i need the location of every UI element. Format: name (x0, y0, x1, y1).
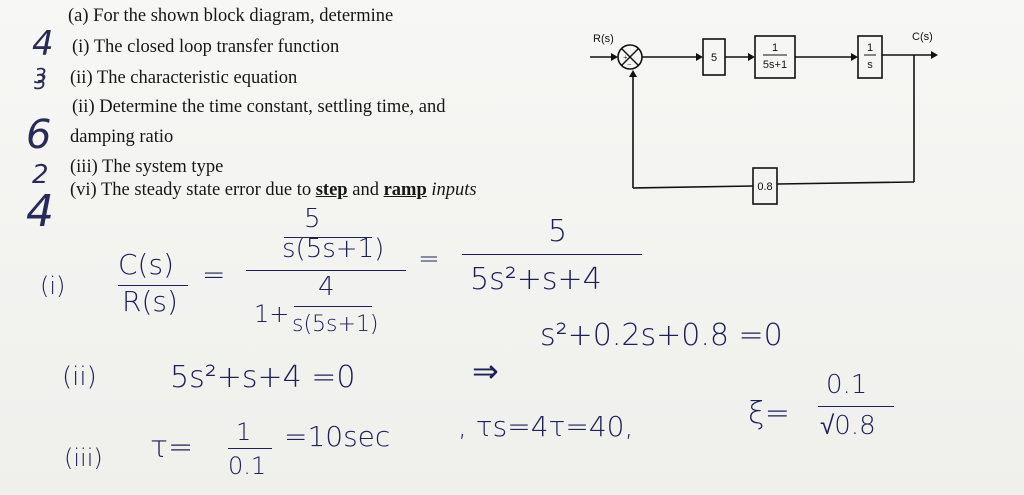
numerator-bottom: s(5s+1) (282, 234, 385, 264)
input-label: R(s) (593, 33, 614, 45)
equals-2: = (418, 244, 440, 274)
integrator-numerator: 1 (867, 42, 873, 54)
mark-1: 4 (32, 24, 54, 64)
output-arrowhead (931, 51, 938, 59)
result-denominator: 5s²+s+4 (470, 262, 602, 297)
numerator-bar (284, 237, 372, 238)
question-vi-ramp: ramp (383, 180, 427, 200)
zeta-denominator: √0.8 (820, 411, 876, 441)
question-i: (i) The closed loop transfer function (72, 37, 340, 57)
arrowhead-3 (851, 53, 858, 61)
implies-arrow: ⇒ (472, 352, 499, 390)
question-vi-step: step (315, 180, 348, 200)
integrator-denominator: s (867, 59, 873, 71)
solution-ii-label: (ii) (62, 362, 97, 392)
normalized-char-equation: s²+0.2s+0.8 =0 (540, 318, 783, 353)
output-label: C(s) (912, 31, 933, 43)
mark-2: 3 (34, 64, 47, 88)
numerator-top: 5 (304, 204, 321, 234)
result-fraction-bar (462, 254, 642, 255)
denominator-top: 4 (318, 272, 335, 302)
tau-symbol: τ= (150, 430, 194, 465)
arrowhead-2 (748, 53, 755, 61)
input-arrowhead (611, 53, 618, 61)
tau-fraction-bar (228, 448, 272, 449)
mark-4: 6 (26, 112, 52, 158)
one-plus: 1+ (254, 300, 290, 328)
tau-denominator: 0.1 (228, 452, 267, 480)
question-ii2-line2: damping ratio (70, 127, 174, 147)
tf-input: R(s) (122, 285, 178, 318)
characteristic-equation: 5s²+s+4 =0 (170, 360, 356, 395)
feedback-in-line (776, 181, 915, 185)
tau-numerator: 1 (236, 418, 252, 446)
feedback-gain: 0.8 (757, 181, 772, 193)
mark-6: 4 (26, 186, 54, 237)
tf-output: C(s) (118, 248, 174, 281)
zeta-fraction-bar (818, 406, 894, 407)
solution-iii-label: (iii) (64, 444, 103, 472)
zeta-symbol: ξ= (748, 396, 790, 431)
plant-numerator: 1 (772, 42, 778, 54)
result-numerator: 5 (548, 214, 568, 249)
zeta-numerator: 0.1 (826, 370, 868, 400)
question-vi-and: and (347, 180, 384, 200)
denominator-bar (294, 306, 372, 307)
plant-denominator: 5s+1 (763, 59, 787, 71)
question-iii: (iii) The system type (70, 157, 224, 177)
solution-i-label: (i) (40, 272, 66, 300)
tau-value: =10sec (284, 420, 391, 453)
integrator-block (857, 35, 883, 79)
question-vi-inputs: inputs (426, 180, 477, 200)
denominator-bottom: s(5s+1) (292, 312, 379, 337)
question-ii2-line1: (ii) Determine the time constant, settli… (72, 97, 446, 117)
main-fraction-bar (246, 270, 406, 271)
question-a: (a) For the shown block diagram, determi… (68, 6, 394, 26)
mark-3: 3 (34, 70, 47, 94)
equals-1: = (202, 258, 226, 291)
question-vi-prefix: (vi) The steady state error due to (70, 180, 316, 200)
block-diagram: R(s) C(s) + − 5 1 5s+1 1 s 0.8 (590, 31, 938, 205)
feedback-return-line (632, 185, 754, 189)
feedback-arrowhead (629, 70, 637, 77)
question-vi: (vi) The steady state error due to step … (70, 180, 477, 201)
gain-value: 5 (711, 52, 717, 64)
mark-5: 2 (32, 160, 49, 190)
question-ii: (ii) The characteristic equation (70, 68, 298, 88)
summing-junction: + − (617, 44, 643, 70)
arrowhead-1 (696, 53, 703, 61)
settling-time: , τs=4τ=40, (458, 410, 634, 443)
svg-text:−: − (627, 60, 632, 69)
tf-fraction-bar (118, 285, 188, 286)
svg-text:+: + (623, 53, 628, 62)
